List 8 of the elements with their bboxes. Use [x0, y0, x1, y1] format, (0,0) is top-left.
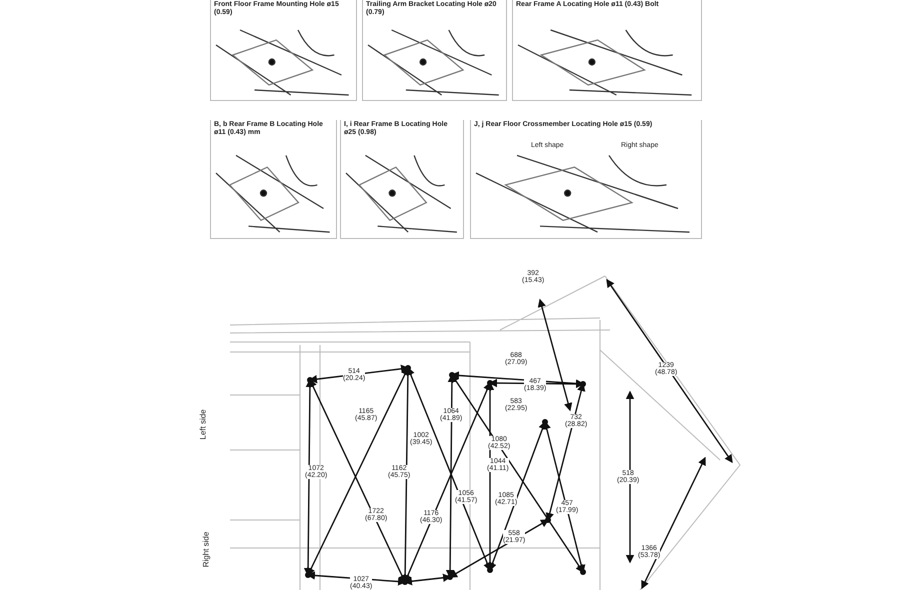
- detail-panel: [512, 0, 702, 101]
- detail-panel: [210, 120, 337, 239]
- side-label: Right side: [201, 532, 210, 568]
- detail-panel: [210, 0, 357, 101]
- detail-panel: [362, 0, 507, 101]
- detail-panel: [470, 120, 702, 239]
- side-label: Left side: [198, 409, 208, 440]
- detail-panel: [340, 120, 464, 239]
